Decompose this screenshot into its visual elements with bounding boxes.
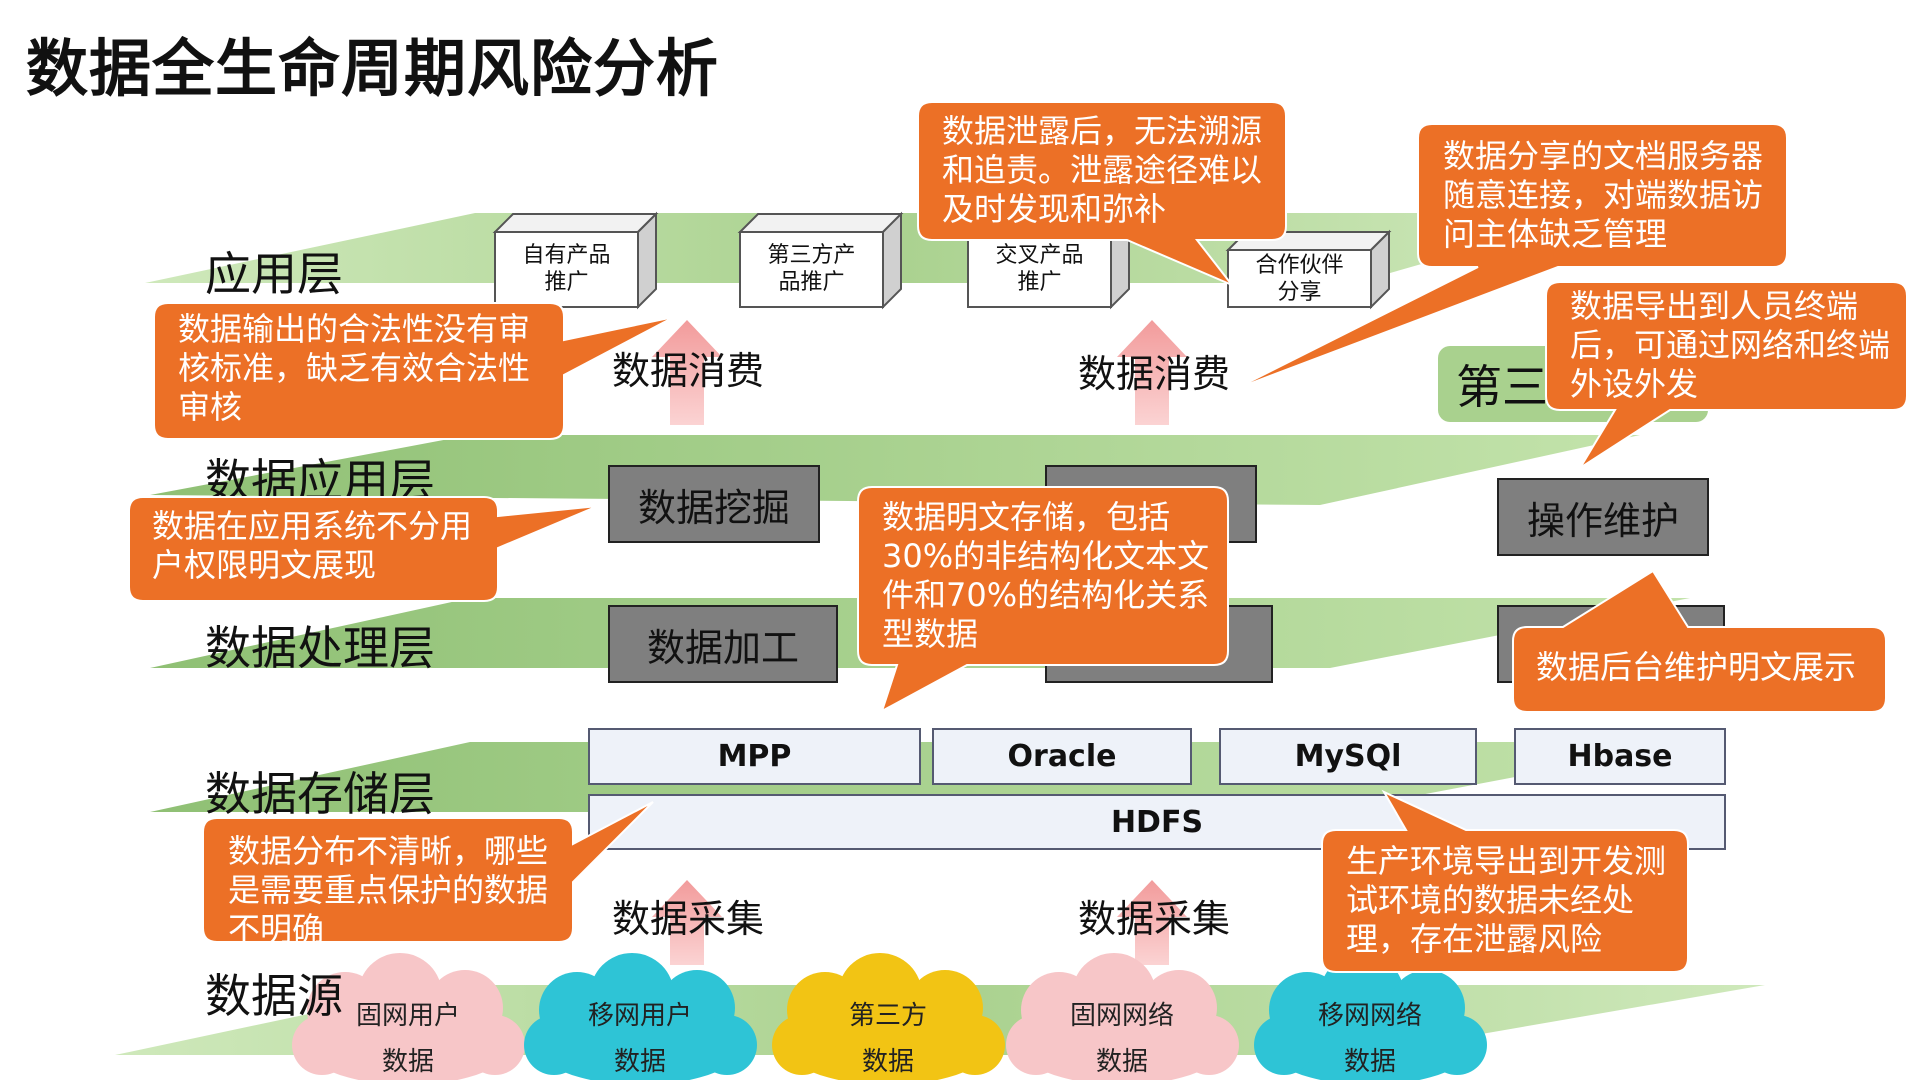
source-mobile-network-line1: 移网网络 xyxy=(1317,1001,1422,1031)
cube-third-party-product-line2: 品推广 xyxy=(778,270,845,295)
source-fixed-network: 固网网络 数据 xyxy=(1032,993,1212,1080)
storage-hbase: Hbase xyxy=(1514,728,1726,785)
storage-mpp: MPP xyxy=(588,728,921,785)
box-data-mining: 数据挖掘 xyxy=(608,465,820,543)
page-title: 数据全生命周期风险分析 xyxy=(26,32,720,105)
source-fixed-user: 固网用户 数据 xyxy=(318,993,498,1080)
callout-leak: 数据泄露后，无法溯源和追责。泄露途径难以及时发现和弥补 xyxy=(942,112,1263,228)
source-mobile-network: 移网网络 数据 xyxy=(1280,993,1460,1080)
callout-export-terminal: 数据导出到人员终端后，可通过网络和终端外设外发 xyxy=(1570,287,1891,403)
flow-label-collect-right: 数据采集 xyxy=(1078,897,1231,941)
source-fixed-user-line1: 固网用户 xyxy=(355,1001,460,1031)
source-mobile-user: 移网用户 数据 xyxy=(550,993,730,1080)
box-data-processing: 数据加工 xyxy=(608,605,838,683)
cube-partner-share: 合作伙伴 分享 xyxy=(1228,252,1371,306)
source-fixed-network-line2: 数据 xyxy=(1095,1047,1148,1077)
source-mobile-user-line2: 数据 xyxy=(613,1047,666,1077)
cube-partner-share-line2: 分享 xyxy=(1277,280,1322,305)
callout-plain-storage-shape xyxy=(857,486,1229,714)
callout-doc-share-shape xyxy=(1232,123,1788,391)
callout-test-env: 生产环境导出到开发测试环境的数据未经处理，存在泄露风险 xyxy=(1346,842,1667,958)
cube-partner-share-line1: 合作伙伴 xyxy=(1255,253,1344,278)
callout-distribution: 数据分布不清晰，哪些是需要重点保护的数据不明确 xyxy=(228,832,549,948)
cube-third-party-product: 第三方产 品推广 xyxy=(740,242,883,296)
band-data-app xyxy=(150,435,1640,505)
cube-third-party-product-line1: 第三方产 xyxy=(767,243,856,268)
source-third-party-line2: 数据 xyxy=(861,1047,914,1077)
source-third-party-line1: 第三方 xyxy=(848,1001,927,1031)
storage-mysql: MySQl xyxy=(1219,728,1477,785)
layer-label-storage: 数据存储层 xyxy=(205,767,435,821)
source-mobile-user-line1: 移网用户 xyxy=(587,1001,692,1031)
source-third-party: 第三方 数据 xyxy=(798,993,978,1080)
source-mobile-network-line2: 数据 xyxy=(1343,1047,1396,1077)
flow-label-consume-left: 数据消费 xyxy=(612,349,765,393)
layer-label-app: 应用层 xyxy=(205,247,343,301)
callout-app-display: 数据在应用系统不分用户权限明文展现 xyxy=(152,507,473,584)
box-operations: 操作维护 xyxy=(1497,478,1709,556)
callout-app-display-shape xyxy=(128,496,599,602)
cube-cross-product: 交叉产品 推广 xyxy=(968,242,1111,296)
flow-label-consume-right: 数据消费 xyxy=(1078,352,1231,396)
source-fixed-network-line1: 固网网络 xyxy=(1069,1001,1174,1031)
cube-cross-product-line1: 交叉产品 xyxy=(995,243,1084,268)
flow-arrows xyxy=(652,320,1187,965)
callout-plain-storage: 数据明文存储，包括30%的非结构化文本文件和70%的结构化关系型数据 xyxy=(882,498,1210,653)
callout-export-shape xyxy=(1545,281,1908,469)
storage-oracle: Oracle xyxy=(932,728,1192,785)
source-fixed-user-line2: 数据 xyxy=(381,1047,434,1077)
layer-label-source: 数据源 xyxy=(205,969,343,1023)
callout-legality: 数据输出的合法性没有审核标准，缺乏有效合法性审核 xyxy=(178,310,531,426)
cube-own-product-line1: 自有产品 xyxy=(522,243,611,268)
callout-distribution-shape xyxy=(202,801,654,943)
cube-own-product: 自有产品 推广 xyxy=(495,242,638,296)
callout-backend-shape xyxy=(1512,569,1887,713)
callout-backend: 数据后台维护明文展示 xyxy=(1536,648,1857,686)
source-clouds xyxy=(292,953,1487,1080)
cube-cross-product-line2: 推广 xyxy=(1017,270,1062,295)
callout-test-env-shape xyxy=(1321,789,1689,973)
flow-label-collect-left: 数据采集 xyxy=(612,897,765,941)
cube-own-product-line2: 推广 xyxy=(544,270,589,295)
callout-legality-shape xyxy=(153,302,675,440)
layer-label-processing: 数据处理层 xyxy=(205,621,435,675)
callout-leak-shape xyxy=(917,101,1287,286)
callout-doc-share: 数据分享的文档服务器随意连接，对端数据访问主体缺乏管理 xyxy=(1443,137,1764,253)
